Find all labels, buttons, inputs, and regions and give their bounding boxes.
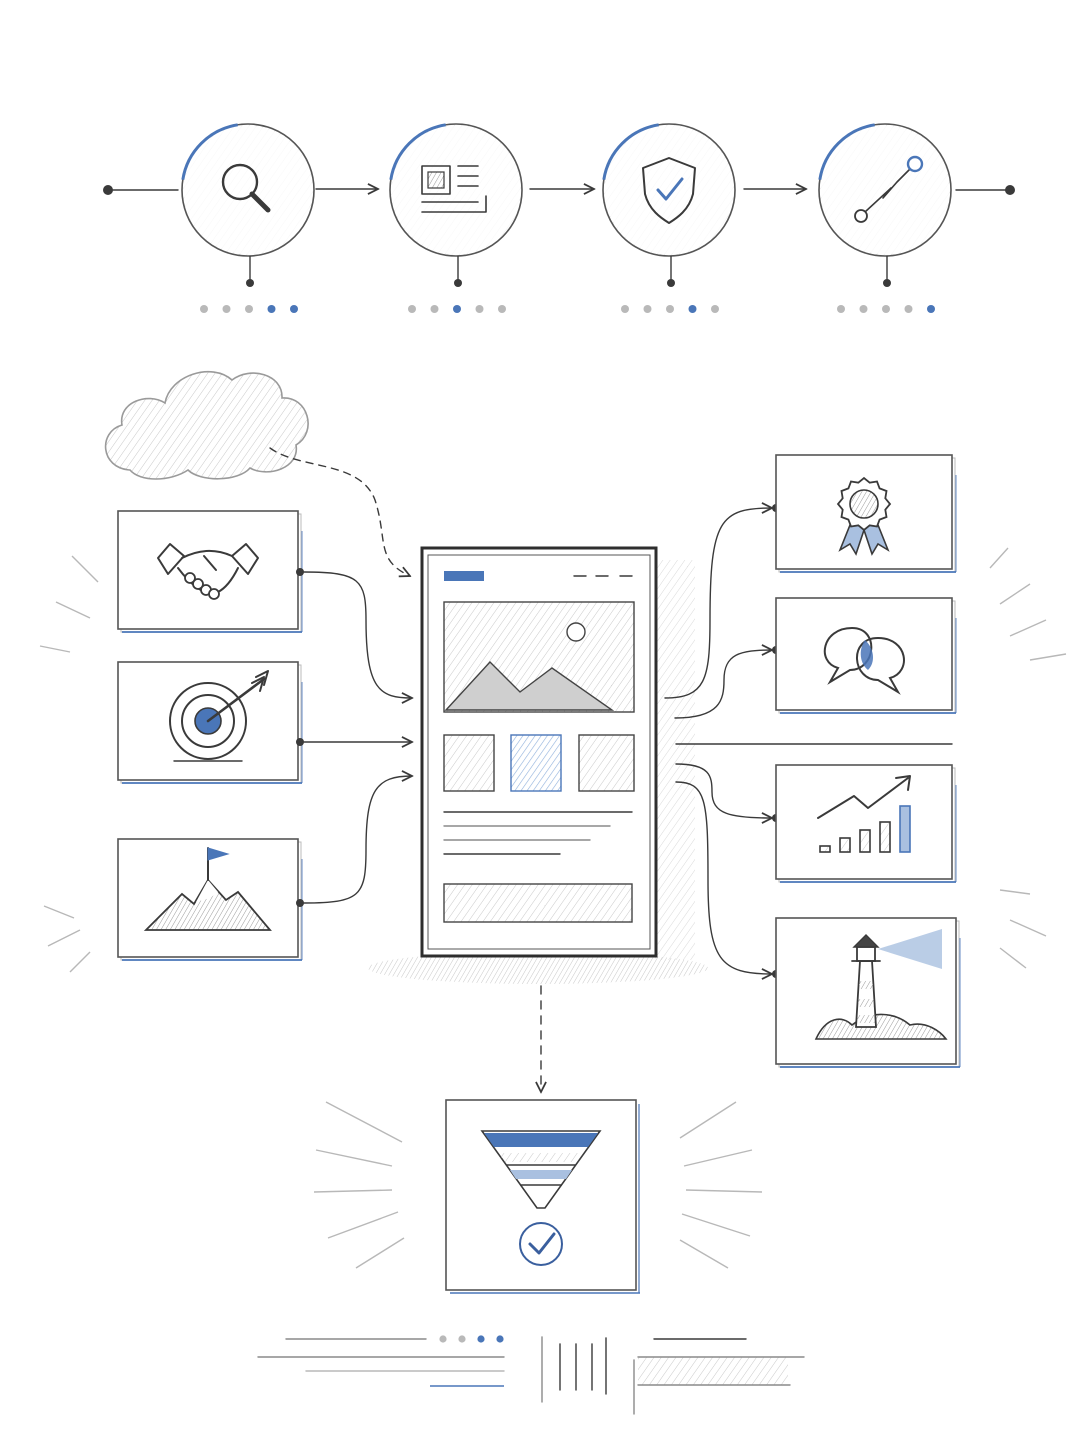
card-frame	[775, 764, 953, 880]
step-progress-dots	[408, 305, 506, 313]
step-progress-dots	[621, 305, 719, 313]
progress-dot	[837, 305, 845, 313]
step-progress-dots	[200, 305, 298, 313]
lighthouse-icon	[814, 929, 948, 1040]
progress-dot	[643, 305, 652, 313]
output-cards	[775, 454, 961, 1068]
footer-dot	[458, 1335, 466, 1343]
document-icon	[421, 165, 487, 213]
wireframe-tile-highlight	[510, 734, 562, 792]
magnifier-icon	[221, 163, 271, 213]
progress-dot	[859, 305, 868, 313]
card-lighthouse	[775, 917, 961, 1068]
progress-dot	[475, 305, 484, 313]
input-cards	[117, 510, 303, 961]
progress-dot	[267, 305, 276, 313]
progress-dot	[711, 305, 719, 313]
mountain-flag-icon	[143, 847, 272, 931]
progress-dot	[904, 305, 913, 313]
card-frame	[117, 510, 299, 630]
chat-bubbles-icon	[823, 626, 905, 695]
progress-dot	[688, 305, 697, 313]
connection-nodes-icon	[854, 155, 924, 223]
card-award-ribbon	[775, 454, 957, 573]
progress-dot	[498, 305, 506, 313]
progress-dot	[430, 305, 439, 313]
progress-dot	[408, 305, 416, 313]
card-handshake	[117, 510, 303, 633]
progress-dot	[245, 305, 253, 313]
emphasis-strokes	[39, 547, 1067, 1269]
wireframe-cta-button	[443, 883, 633, 923]
progress-dot	[927, 305, 935, 313]
progress-dot	[200, 305, 208, 313]
step-progress-dots	[837, 305, 935, 313]
process-step	[389, 123, 523, 313]
card-chat-bubbles	[775, 597, 957, 714]
process-step	[602, 123, 736, 313]
card-mountain-flag	[117, 838, 303, 961]
footer-dots	[439, 1335, 504, 1343]
process-steps	[181, 123, 952, 313]
footer-dot	[496, 1335, 504, 1343]
process-step	[181, 123, 315, 313]
bar-chart-growth-icon	[817, 775, 911, 853]
progress-dot	[621, 305, 629, 313]
progress-arc	[389, 123, 446, 180]
progress-dot	[666, 305, 674, 313]
landing-page-wireframe	[368, 546, 708, 984]
funnel-result-card	[445, 1099, 640, 1294]
card-frame	[775, 597, 953, 711]
footer-decoration	[257, 1335, 805, 1415]
progress-dot	[290, 305, 298, 313]
card-target-arrow	[117, 661, 303, 784]
progress-dot	[453, 305, 461, 313]
timeline-end-node	[1005, 185, 1015, 195]
process-step	[818, 123, 952, 313]
progress-dot	[222, 305, 231, 313]
wireframe-tile	[578, 734, 635, 792]
card-bar-chart-growth	[775, 764, 957, 883]
award-ribbon-icon	[836, 476, 892, 556]
funnel-check-icon	[480, 1130, 602, 1266]
target-arrow-icon	[169, 670, 269, 762]
handshake-icon	[157, 543, 259, 600]
cloud-icon	[104, 370, 410, 576]
process-timeline	[103, 185, 1015, 195]
shield-check-icon	[642, 157, 696, 224]
footer-dot	[477, 1335, 485, 1343]
progress-arc	[181, 123, 238, 180]
progress-arc	[602, 123, 659, 180]
timeline-start-node	[103, 185, 113, 195]
footer-dot	[439, 1335, 447, 1343]
card-frame	[775, 454, 953, 570]
progress-dot	[882, 305, 890, 313]
wireframe-tile	[443, 734, 495, 792]
input-connectors	[296, 568, 412, 907]
progress-arc	[818, 123, 875, 180]
wireframe-logo-bar	[444, 571, 484, 581]
